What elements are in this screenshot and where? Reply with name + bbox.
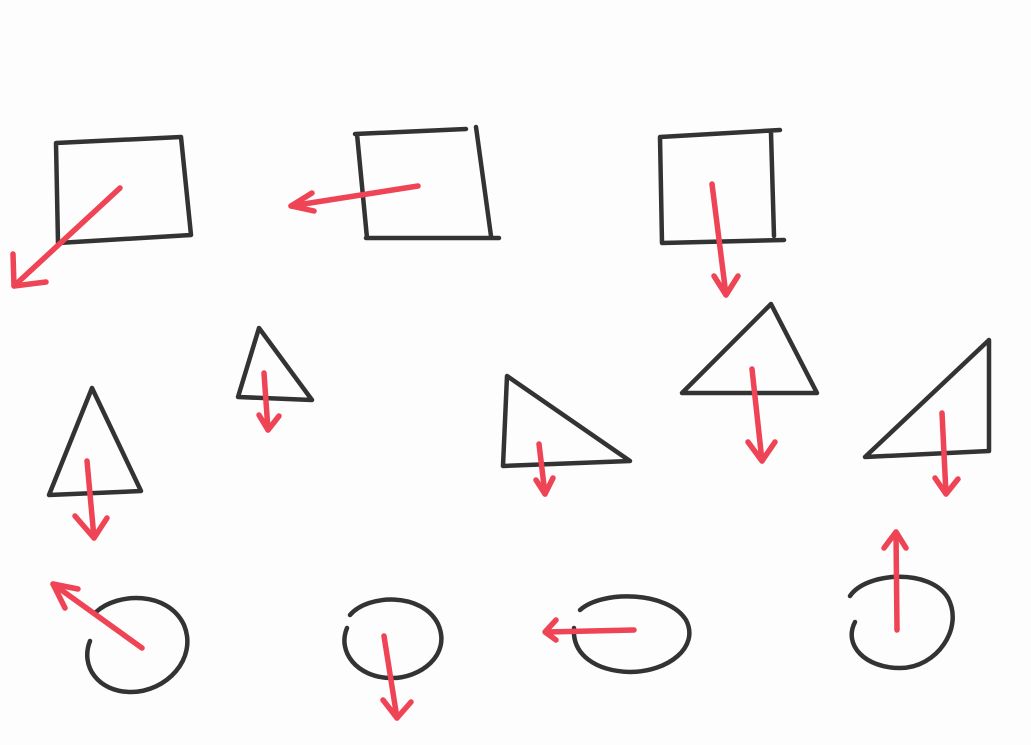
triangle-1-arrow (72, 458, 110, 541)
triangle-1-group (46, 385, 144, 541)
triangle-4-group (679, 301, 820, 464)
square-2-group (288, 124, 502, 241)
square-1-outline (53, 134, 194, 246)
circle-3-outline (571, 594, 692, 675)
circle-2-arrow (380, 633, 414, 721)
square-1-arrow (10, 185, 123, 289)
circle-4-outline (847, 574, 955, 671)
circle-3-group (542, 594, 692, 675)
circle-1-group (50, 581, 190, 695)
square-3-arrow (709, 181, 741, 298)
triangle-2-arrow (256, 370, 282, 433)
circle-1-outline (85, 595, 190, 695)
triangle-5-outline (862, 337, 992, 460)
square-3-outline (657, 127, 787, 246)
circle-2-outline (342, 597, 444, 681)
triangle-3-outline (500, 373, 633, 469)
circle-4-arrow (881, 529, 909, 633)
circle-4-group (847, 529, 955, 671)
triangle-3-group (500, 373, 633, 497)
square-1-group (10, 134, 194, 289)
triangle-3-arrow (533, 441, 556, 497)
circle-1-arrow (50, 581, 145, 651)
triangle-5-arrow (932, 410, 961, 497)
triangle-5-group (862, 337, 992, 497)
circle-3-arrow (542, 617, 637, 643)
triangle-2-outline (235, 325, 315, 403)
square-2-outline (352, 124, 502, 241)
triangle-2-group (235, 325, 315, 433)
circle-2-group (342, 597, 444, 721)
triangle-1-outline (46, 385, 144, 498)
triangle-4-outline (679, 301, 820, 396)
square-2-arrow (288, 183, 421, 214)
square-3-group (657, 127, 787, 298)
triangle-4-arrow (745, 366, 778, 464)
